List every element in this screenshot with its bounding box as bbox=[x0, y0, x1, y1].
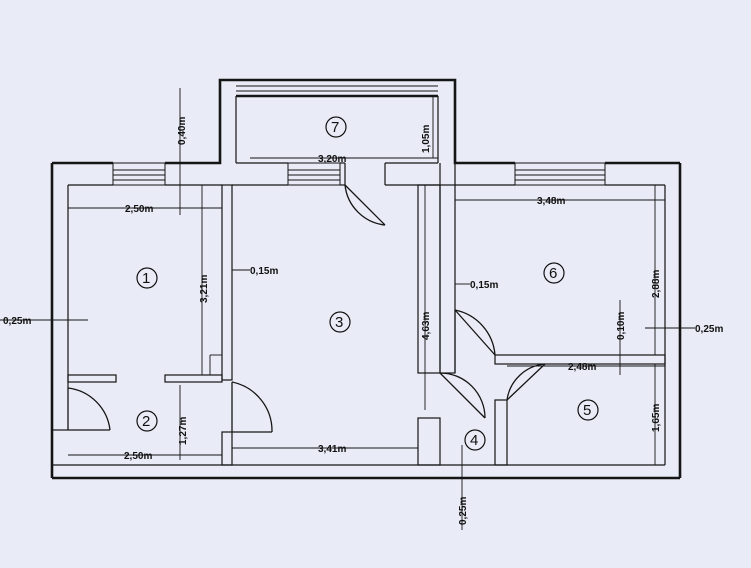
outer-walls bbox=[50, 78, 682, 480]
doors bbox=[67, 184, 546, 433]
dim-room1-width: 2,50m bbox=[125, 204, 153, 215]
dim-room3-height: 4,63m bbox=[421, 312, 432, 340]
dim-room5-height: 1,65m bbox=[651, 404, 662, 432]
window-room-3 bbox=[287, 162, 341, 186]
room-3-number: 3 bbox=[335, 314, 343, 331]
dim-room3-width: 3,41m bbox=[318, 444, 346, 455]
dim-wall-1-3: 0,15m bbox=[250, 266, 278, 277]
window-balcony bbox=[236, 85, 438, 92]
dimension-lines bbox=[0, 88, 695, 530]
room-6-number: 6 bbox=[549, 265, 557, 282]
room-numbers: 1 2 3 4 5 6 7 bbox=[136, 116, 599, 451]
dimension-labels: 2,50m 3,21m 0,15m 0,25m 2,50m 1,27m 0,40… bbox=[3, 117, 723, 525]
door-room-5 bbox=[506, 363, 546, 401]
window-room-6 bbox=[514, 162, 606, 186]
window-room-1 bbox=[112, 162, 166, 186]
interior-walls bbox=[51, 184, 666, 478]
dim-wall-3-6: 0,15m bbox=[470, 280, 498, 291]
door-room-2-entry bbox=[67, 387, 111, 431]
dim-room1-height: 3,21m bbox=[199, 275, 210, 303]
room-1-number: 1 bbox=[142, 270, 150, 287]
room-2-number: 2 bbox=[142, 413, 150, 430]
room-4-marker: 4 bbox=[464, 429, 486, 451]
dim-outer-wall-left: 0,25m bbox=[3, 316, 31, 327]
windows bbox=[112, 85, 606, 186]
dim-balcony-width: 3,20m bbox=[318, 154, 346, 165]
dim-outer-wall-right: 0,25m bbox=[695, 324, 723, 335]
door-room-6 bbox=[454, 309, 496, 356]
room-1-marker: 1 bbox=[136, 267, 158, 289]
dim-top-wall: 0,40m bbox=[177, 117, 188, 145]
room-4-number: 4 bbox=[470, 432, 478, 449]
door-balcony bbox=[344, 184, 386, 226]
door-room-3 bbox=[231, 381, 273, 433]
dim-room2-width: 2,50m bbox=[124, 451, 152, 462]
room-5-number: 5 bbox=[583, 402, 591, 419]
dim-balcony-depth: 1,05m bbox=[421, 125, 432, 153]
room-3-marker: 3 bbox=[329, 311, 351, 333]
dim-room5-width: 2,48m bbox=[568, 362, 596, 373]
dim-room2-height: 1,27m bbox=[178, 417, 189, 445]
room-2-marker: 2 bbox=[136, 410, 158, 432]
door-room-4 bbox=[439, 372, 486, 419]
dim-wall-6-5: 0,10m bbox=[616, 312, 627, 340]
room-6-marker: 6 bbox=[543, 262, 565, 284]
dim-room6-width: 3,48m bbox=[537, 196, 565, 207]
dim-room6-height: 2,88m bbox=[651, 270, 662, 298]
room-7-marker: 7 bbox=[325, 116, 347, 138]
dim-bottom-wall: 0,25m bbox=[458, 497, 469, 525]
room-7-number: 7 bbox=[331, 119, 339, 136]
room-5-marker: 5 bbox=[577, 399, 599, 421]
